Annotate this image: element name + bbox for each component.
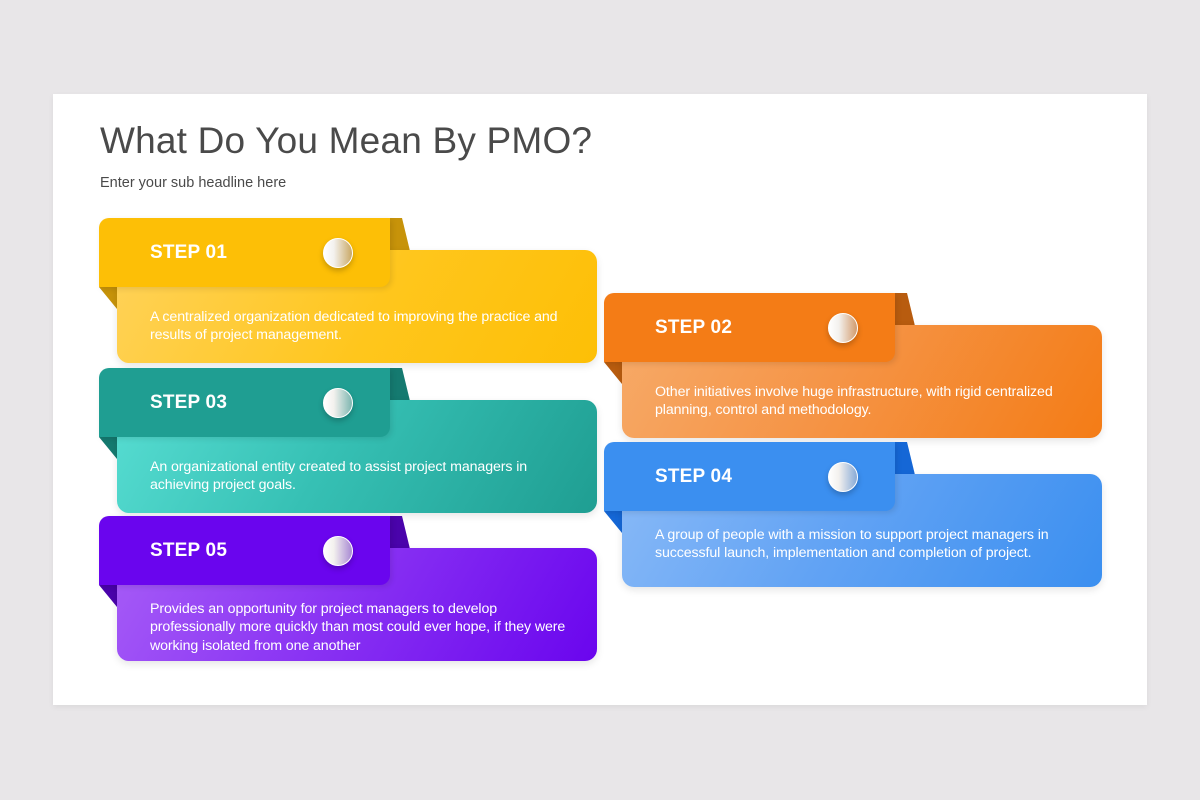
step-header: STEP 05 <box>99 516 390 585</box>
circle-marker-icon <box>323 536 353 566</box>
fold-top-decoration <box>389 368 410 401</box>
fold-top-decoration <box>894 293 915 326</box>
step-description: A centralized organization dedicated to … <box>150 309 558 344</box>
step-header: STEP 02 <box>604 293 895 362</box>
step-label: STEP 05 <box>150 540 228 561</box>
fold-bottom-decoration <box>99 585 117 607</box>
step-label: STEP 02 <box>655 317 733 338</box>
step-card-03: An organizational entity created to assi… <box>99 368 601 513</box>
step-card-01: A centralized organization dedicated to … <box>99 218 601 363</box>
circle-marker-icon <box>323 388 353 418</box>
step-label: STEP 03 <box>150 392 228 413</box>
step-description: Provides an opportunity for project mana… <box>150 601 566 654</box>
fold-top-decoration <box>894 442 915 475</box>
page-title: What Do You Mean By PMO? <box>100 120 593 161</box>
step-label: STEP 01 <box>150 242 228 263</box>
step-description: An organizational entity created to assi… <box>150 459 528 494</box>
step-card-05: Provides an opportunity for project mana… <box>99 516 601 661</box>
circle-marker-icon <box>828 462 858 492</box>
step-card-02: Other initiatives involve huge infrastru… <box>604 293 1106 438</box>
fold-top-decoration <box>389 218 410 251</box>
fold-top-decoration <box>389 516 410 549</box>
step-header: STEP 03 <box>99 368 390 437</box>
slide: What Do You Mean By PMO? Enter your sub … <box>53 94 1147 705</box>
step-label: STEP 04 <box>655 466 733 487</box>
step-card-04: A group of people with a mission to supp… <box>604 442 1106 587</box>
step-header: STEP 04 <box>604 442 895 511</box>
step-description: A group of people with a mission to supp… <box>655 527 1049 562</box>
fold-bottom-decoration <box>99 437 117 459</box>
step-description: Other initiatives involve huge infrastru… <box>655 384 1053 419</box>
fold-bottom-decoration <box>604 362 622 384</box>
fold-bottom-decoration <box>604 511 622 533</box>
circle-marker-icon <box>323 238 353 268</box>
sub-headline: Enter your sub headline here <box>100 175 287 191</box>
step-header: STEP 01 <box>99 218 390 287</box>
fold-bottom-decoration <box>99 287 117 309</box>
circle-marker-icon <box>828 313 858 343</box>
